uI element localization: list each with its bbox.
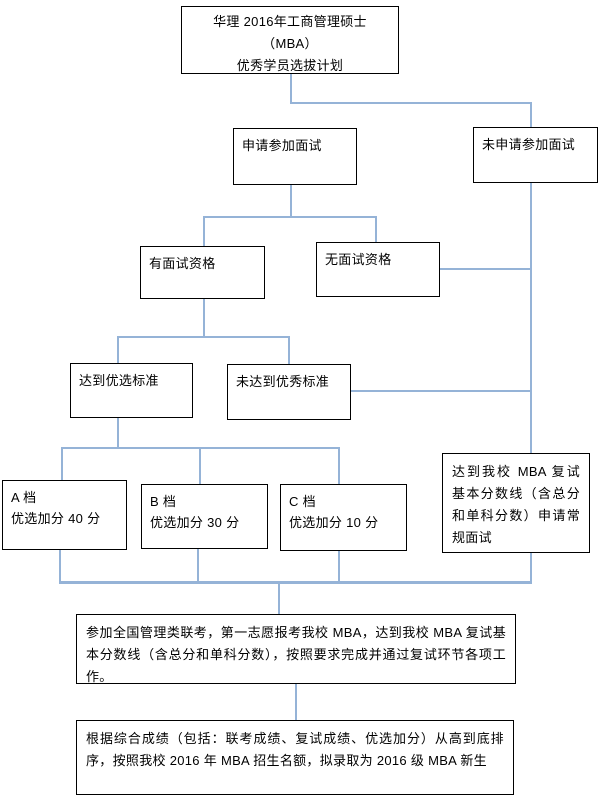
node-has-qualification: 有面试资格 — [140, 246, 265, 299]
node-tier-c: C 档 优选加分 10 分 — [280, 484, 407, 551]
connector-regular-out — [530, 553, 532, 583]
connector-meets-stub — [117, 337, 119, 363]
node-no-qualification: 无面试资格 — [316, 242, 440, 297]
connector-meets-down — [117, 418, 119, 448]
node-regular-interview: 达到我校 MBA 复试基本分数线（含总分和单科分数）申请常规面试 — [442, 453, 590, 553]
node-meets-standard: 达到优选标准 — [70, 363, 193, 418]
connector-has-qual-stub — [203, 217, 205, 246]
connector-no-qual-right — [440, 268, 530, 270]
connector-no-apply-down — [530, 183, 532, 453]
connector-has-qual-down — [203, 299, 205, 337]
connector-title-down — [290, 74, 292, 104]
connector-tier-b-out — [197, 549, 199, 583]
connector-level2-split — [203, 216, 377, 218]
node-tier-b: B 档 优选加分 30 分 — [141, 484, 268, 549]
node-apply-interview: 申请参加面试 — [233, 128, 357, 185]
connector-tier-c-out — [338, 551, 340, 583]
connector-top-split — [290, 102, 532, 104]
node-no-apply-interview: 未申请参加面试 — [473, 127, 598, 183]
connector-apply-down — [290, 185, 292, 218]
connector-tier-c-stub — [338, 448, 340, 484]
connector-no-apply-stub — [530, 103, 532, 127]
node-title: 华理 2016年工商管理硕士（MBA） 优秀学员选拔计划 — [181, 6, 399, 74]
connector-tier-a-stub — [61, 448, 63, 480]
connector-level3-split — [117, 336, 290, 338]
node-admission: 根据综合成绩（包括：联考成绩、复试成绩、优选加分）从高到底排序，按照我校 201… — [76, 720, 514, 795]
connector-no-qual-stub — [375, 217, 377, 242]
connector-not-meets-stub — [288, 337, 290, 364]
node-tier-a: A 档 优选加分 40 分 — [2, 480, 127, 550]
connector-exam-to-admit — [295, 684, 297, 720]
connector-collector-to-exam — [278, 584, 280, 614]
connector-not-meets-right — [351, 390, 530, 392]
node-not-meets-standard: 未达到优秀标准 — [227, 364, 351, 420]
connector-tier-b-stub — [199, 448, 201, 484]
connector-collector — [59, 581, 532, 584]
node-national-exam: 参加全国管理类联考，第一志愿报考我校 MBA，达到我校 MBA 复试基本分数线（… — [76, 614, 516, 684]
connector-tier-a-out — [59, 550, 61, 583]
